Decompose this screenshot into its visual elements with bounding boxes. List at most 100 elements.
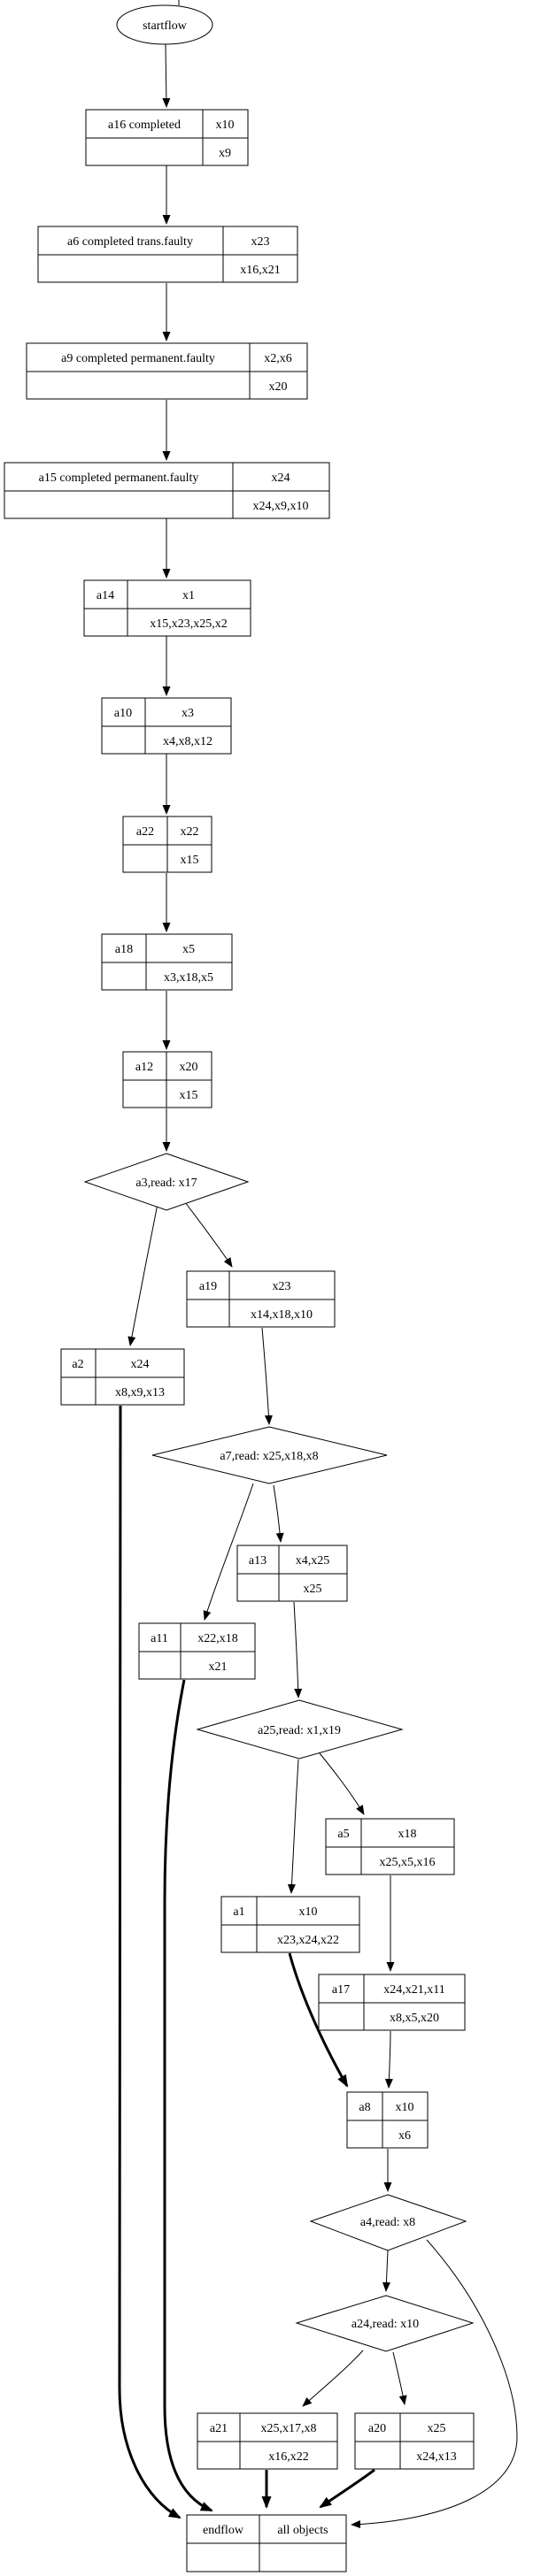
node-a17-label: a17 (332, 1983, 350, 1997)
node-a6-bottom-value: x16,x21 (240, 264, 281, 277)
node-a25: a25,read: x1,x19 (196, 1699, 404, 1760)
node-endflow-label: endflow (203, 2524, 244, 2537)
node-a17-bottom-value: x8,x5,x20 (390, 2012, 439, 2025)
node-a15: a15 completed permanent.faulty x24 x24,x… (4, 462, 330, 519)
node-a1-bottom-value: x23,x24,x22 (277, 1934, 339, 1947)
node-a4: a4,read: x8 (309, 2194, 467, 2251)
node-a6-label: a6 completed trans.faulty (67, 235, 193, 249)
node-a8: a8 x10 x6 (346, 2091, 429, 2149)
node-a19-top-value: x23 (273, 1280, 291, 1293)
edge-a24-a20 (392, 2351, 407, 2405)
node-a24: a24,read: x10 (295, 2295, 475, 2352)
node-a1-label: a1 (233, 1905, 244, 1919)
node-a5-bottom-value: x25,x5,x16 (380, 1856, 436, 1869)
node-a14-top-value: x1 (182, 589, 195, 602)
edge-a4-endflow (351, 2239, 518, 2529)
edge-a24-a21 (302, 2350, 364, 2407)
node-a8-top-value: x10 (396, 2101, 414, 2114)
node-a17: a17 x24,x21,x11 x8,x5,x20 (318, 1974, 466, 2031)
node-a13-top-value: x4,x25 (296, 1554, 330, 1568)
node-a12-label: a12 (135, 1061, 153, 1074)
node-a24-label: a24,read: x10 (351, 2318, 419, 2331)
node-a5: a5 x18 x25,x5,x16 (325, 1818, 455, 1875)
node-a11: a11 x22,x18 x21 (138, 1622, 256, 1680)
node-a1-top-value: x10 (299, 1905, 318, 1919)
node-a21-bottom-value: x16,x22 (268, 2450, 309, 2464)
edge-a19-a7 (261, 1327, 273, 1425)
edge-a3-a2 (127, 1203, 158, 1346)
node-a22-top-value: x22 (181, 825, 199, 839)
node-a14: a14 x1 x15,x23,x25,x2 (83, 579, 251, 637)
node-a2: a2 x24 x8,x9,x13 (60, 1348, 185, 1406)
edge-a4-a24 (382, 2250, 390, 2292)
node-a21-label: a21 (210, 2422, 228, 2435)
node-a20: a20 x25 x24,x13 (354, 2412, 475, 2470)
node-a5-top-value: x18 (398, 1828, 417, 1841)
node-a25-diamond (196, 1699, 404, 1760)
node-a10: a10 x3 x4,x8,x12 (101, 697, 232, 755)
node-a10-label: a10 (114, 707, 132, 720)
node-a21-top-value: x25,x17,x8 (261, 2422, 317, 2435)
edge-a7-a13 (273, 1484, 284, 1543)
node-a11-label: a11 (151, 1632, 168, 1645)
node-a10-top-value: x3 (182, 707, 194, 720)
edge-a11-endflow (163, 1679, 213, 2512)
node-a12-top-value: x20 (180, 1061, 198, 1074)
node-a6-top-value: x23 (251, 235, 270, 249)
node-a5-label: a5 (337, 1828, 349, 1841)
node-startflow-label: startflow (143, 19, 188, 33)
node-a20-label: a20 (368, 2422, 386, 2435)
node-a13-bottom-value: x25 (304, 1583, 322, 1596)
node-a18: a18 x5 x3,x18,x5 (101, 933, 233, 991)
edge-a1-a8 (288, 1952, 349, 2088)
node-a13: a13 x4,x25 x25 (236, 1545, 348, 1602)
edge-a7-a11 (203, 1483, 254, 1621)
node-a9-top-value: x2,x6 (264, 352, 292, 365)
node-a2-label: a2 (72, 1358, 83, 1371)
node-a15-bottom-value: x24,x9,x10 (253, 500, 309, 513)
node-a9: a9 completed permanent.faulty x2,x6 x20 (26, 342, 308, 400)
node-a19-bottom-value: x14,x18,x10 (251, 1308, 313, 1322)
node-a11-top-value: x22,x18 (197, 1632, 238, 1645)
node-a21: a21 x25,x17,x8 x16,x22 (197, 2412, 338, 2470)
edge-a25-a1 (287, 1759, 299, 1894)
node-a18-top-value: x5 (182, 943, 195, 956)
node-a13-label: a13 (249, 1554, 266, 1568)
node-a16-label: a16 completed (108, 119, 181, 132)
node-a22-bottom-value: x15 (181, 854, 199, 867)
node-startflow: startflow (116, 4, 213, 45)
node-a3: a3,read: x17 (83, 1153, 250, 1211)
node-a19: a19 x23 x14,x18,x10 (186, 1270, 336, 1328)
node-a18-bottom-value: x3,x18,x5 (164, 971, 213, 985)
edge-a3-a19 (184, 1201, 233, 1268)
node-a8-bottom-value: x6 (398, 2129, 411, 2143)
node-a11-bottom-value: x21 (209, 1660, 228, 1674)
node-a16-top-value: x10 (216, 119, 235, 132)
node-a8-label: a8 (359, 2101, 370, 2114)
node-a9-label: a9 completed permanent.faulty (61, 352, 215, 365)
node-a17-top-value: x24,x21,x11 (383, 1983, 444, 1997)
edge-a13-a25 (293, 1601, 303, 1698)
node-a3-label: a3,read: x17 (135, 1177, 197, 1190)
node-a20-top-value: x25 (428, 2422, 446, 2435)
node-a16-bottom-value: x9 (219, 147, 231, 160)
node-a25-label: a25,read: x1,x19 (258, 1724, 341, 1737)
node-a16: a16 completed x10 x9 (85, 109, 249, 166)
node-endflow-top-value: all objects (277, 2524, 328, 2537)
node-endflow: endflow all objects (186, 2514, 347, 2572)
node-a1: a1 x10 x23,x24,x22 (220, 1896, 360, 1953)
node-a6: a6 completed trans.faulty x23 x16,x21 (37, 226, 298, 283)
node-a4-label: a4,read: x8 (360, 2216, 415, 2229)
node-a7: a7,read: x25,x18,x8 (151, 1426, 388, 1484)
node-a20-bottom-value: x24,x13 (416, 2450, 457, 2464)
node-a7-label: a7,read: x25,x18,x8 (220, 1450, 318, 1463)
node-a3-diamond (83, 1153, 250, 1211)
node-a22-label: a22 (136, 825, 154, 839)
node-a2-top-value: x24 (131, 1358, 150, 1371)
node-a12-bottom-value: x15 (180, 1089, 198, 1102)
edge-a25-a5 (319, 1752, 365, 1815)
node-a9-bottom-value: x20 (269, 380, 288, 394)
edge-a20-endflow (319, 2468, 375, 2509)
node-a14-bottom-value: x15,x23,x25,x2 (150, 617, 228, 631)
